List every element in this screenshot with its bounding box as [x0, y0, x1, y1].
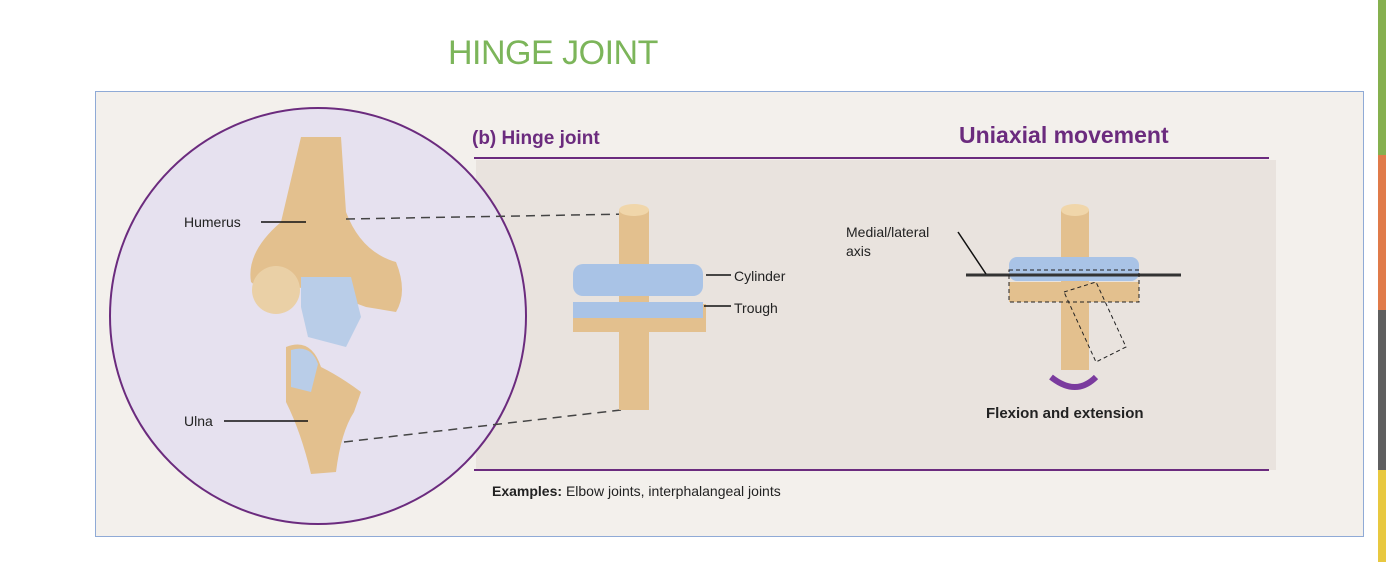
label-cylinder: Cylinder	[734, 268, 786, 284]
label-ulna: Ulna	[184, 413, 213, 429]
figure-subtitle: (b) Hinge joint	[472, 128, 600, 149]
label-humerus: Humerus	[184, 214, 241, 230]
ulna-cartilage	[291, 348, 318, 392]
label-trough: Trough	[734, 300, 778, 316]
hinge-joint-figure: (b) Hinge joint Uniaxial movement Humeru…	[95, 91, 1364, 537]
label-motion: Flexion and extension	[986, 405, 1144, 422]
figure-heading: Uniaxial movement	[959, 122, 1169, 148]
motion-arrow	[1049, 374, 1099, 390]
side-bar-orange	[1378, 155, 1386, 310]
cylinder	[573, 264, 703, 296]
side-bar-green	[1378, 0, 1386, 155]
uniaxial-cylinder	[1009, 257, 1139, 281]
humerus-guide	[345, 213, 632, 220]
examples-label: Examples:	[492, 483, 563, 499]
label-axis-line2: axis	[846, 243, 871, 259]
page-title: HINGE JOINT	[448, 34, 658, 72]
humerus-bone	[250, 137, 402, 312]
side-bar-gray	[1378, 310, 1386, 470]
figure-art	[109, 107, 1276, 525]
humerus-capitulum	[252, 266, 300, 314]
humerus-cartilage	[301, 277, 361, 347]
examples-text: Elbow joints, interphalangeal joints	[565, 483, 781, 499]
side-bar-yellow	[1378, 470, 1386, 562]
examples-line: Examples: Elbow joints, interphalangeal …	[492, 483, 781, 499]
ulna-guide	[343, 409, 622, 443]
label-axis-line1: Medial/lateral	[846, 224, 930, 240]
